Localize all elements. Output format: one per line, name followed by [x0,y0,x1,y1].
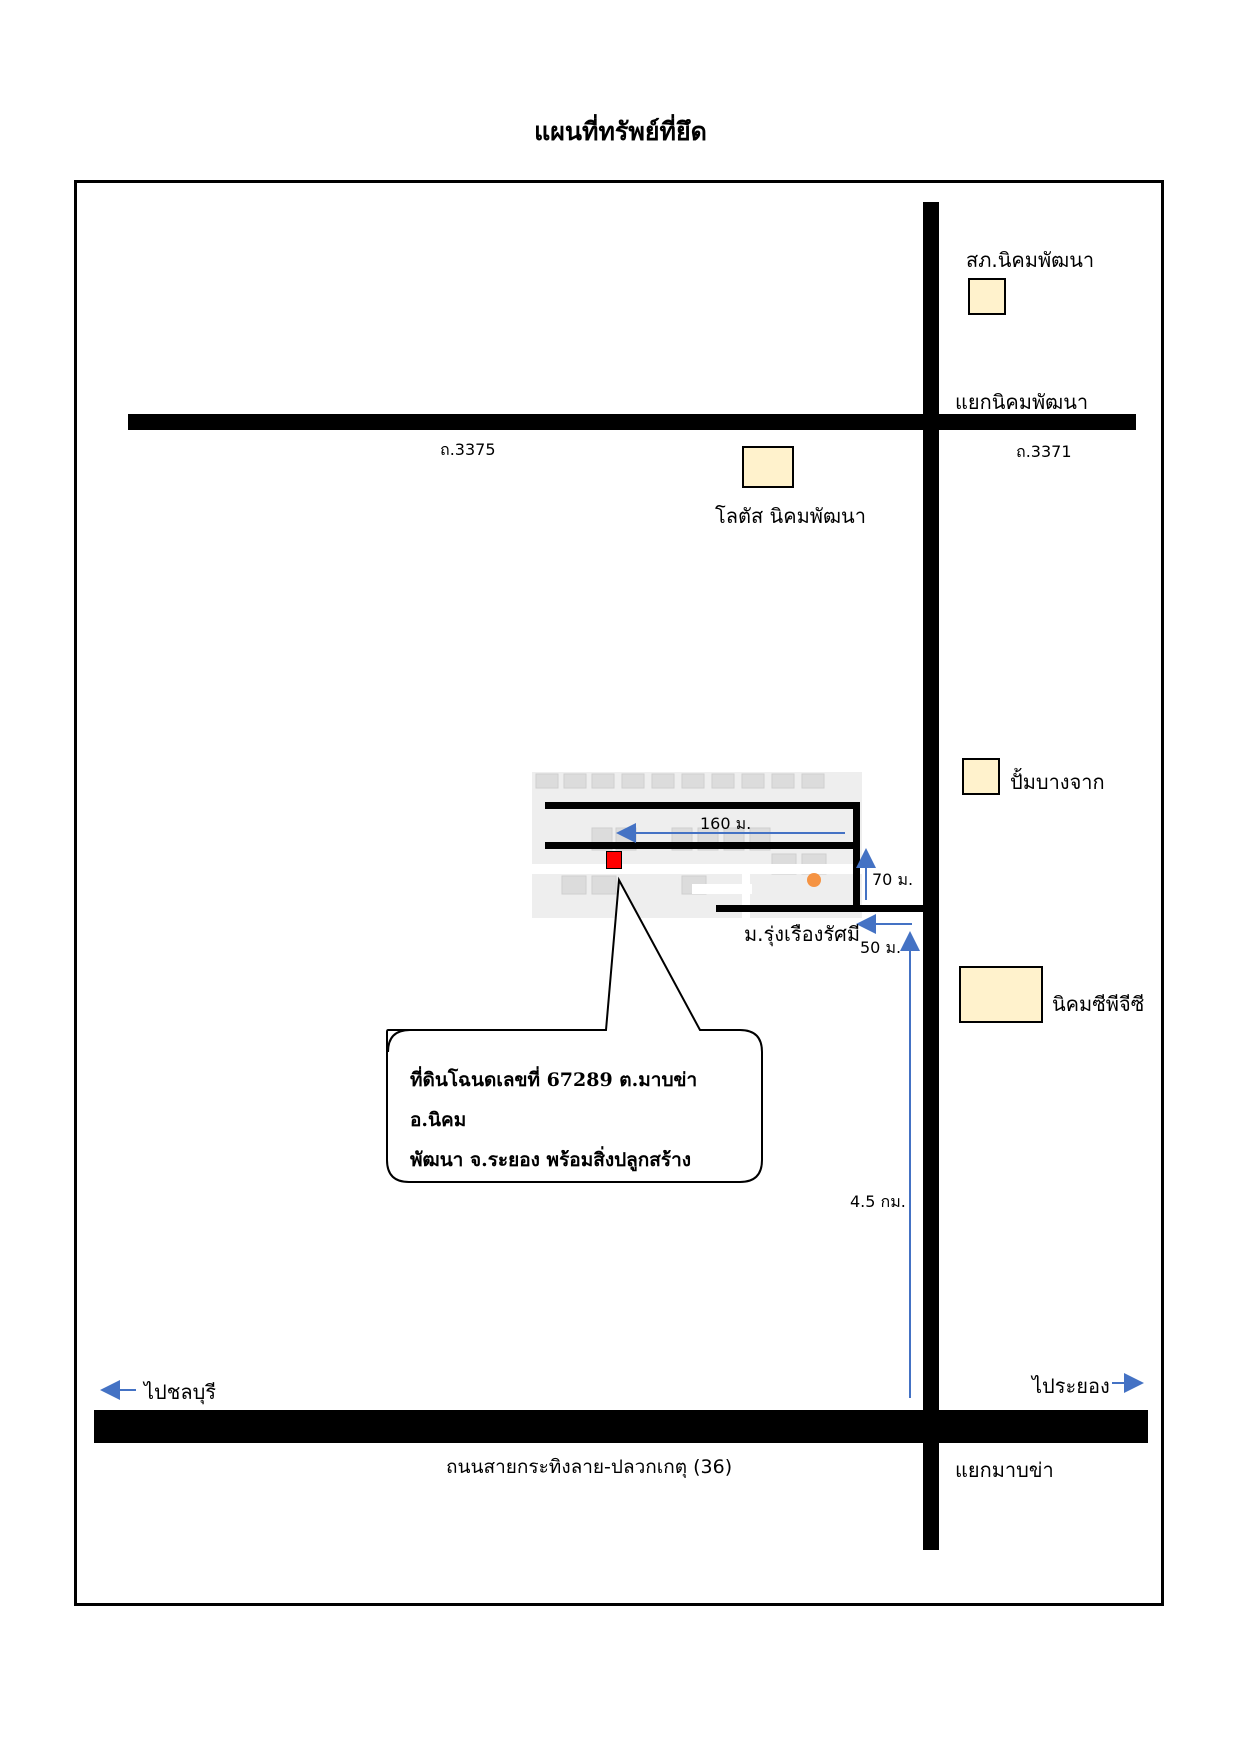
pgc-estate-marker [959,966,1043,1023]
map-frame [74,180,1164,1606]
gas-station-marker [962,758,1000,795]
police-station-label: สภ.นิคมพัฒนา [966,248,1095,272]
distance-50-label: 50 ม. [860,938,902,957]
property-marker [606,851,622,869]
page-title: แผนที่ทรัพย์ที่ยึด [534,117,707,146]
pgc-estate-label: นิคมซีพีจีซี [1052,992,1145,1016]
road-3375-3371 [128,414,1136,430]
lotus-marker [742,446,794,488]
road-3375-label: ถ.3375 [440,440,496,459]
callout-line-2: พัฒนา จ.ระยอง พร้อมสิ่งปลูกสร้าง [410,1149,692,1171]
callout-line-1: ที่ดินโฉนดเลขที่ 67289 ต.มาบข่า อ.นิคม [410,1069,698,1131]
to-chonburi-label: ไปชลบุรี [144,1380,217,1404]
road-3371-label: ถ.3371 [1016,442,1072,461]
road-vertical-main [923,202,939,1550]
soi-entrance [716,905,928,912]
nikhom-junction-label: แยกนิคมพัฒนา [955,390,1089,414]
village-label: ม.รุ่งเรืองรัศมี [744,922,861,946]
distance-4-5-label: 4.5 กม. [850,1192,906,1211]
soi-upper [545,802,860,809]
road-36 [94,1410,1148,1443]
lotus-label: โลตัส นิคมพัฒนา [715,504,866,528]
mapkha-junction-label: แยกมาบข่า [955,1458,1054,1482]
main-road-label: ถนนสายกระทิงลาย-ปลวกเกตุ (36) [446,1456,733,1478]
distance-160-label: 160 ม. [700,814,752,833]
property-callout: ที่ดินโฉนดเลขที่ 67289 ต.มาบข่า อ.นิคม พ… [410,1060,750,1180]
soi-lower [545,842,860,849]
distance-70-label: 70 ม. [872,870,914,889]
to-rayong-label: ไประยอง [1032,1374,1110,1398]
police-station-marker [968,278,1006,315]
gas-station-label: ปั้มบางจาก [1010,770,1105,794]
